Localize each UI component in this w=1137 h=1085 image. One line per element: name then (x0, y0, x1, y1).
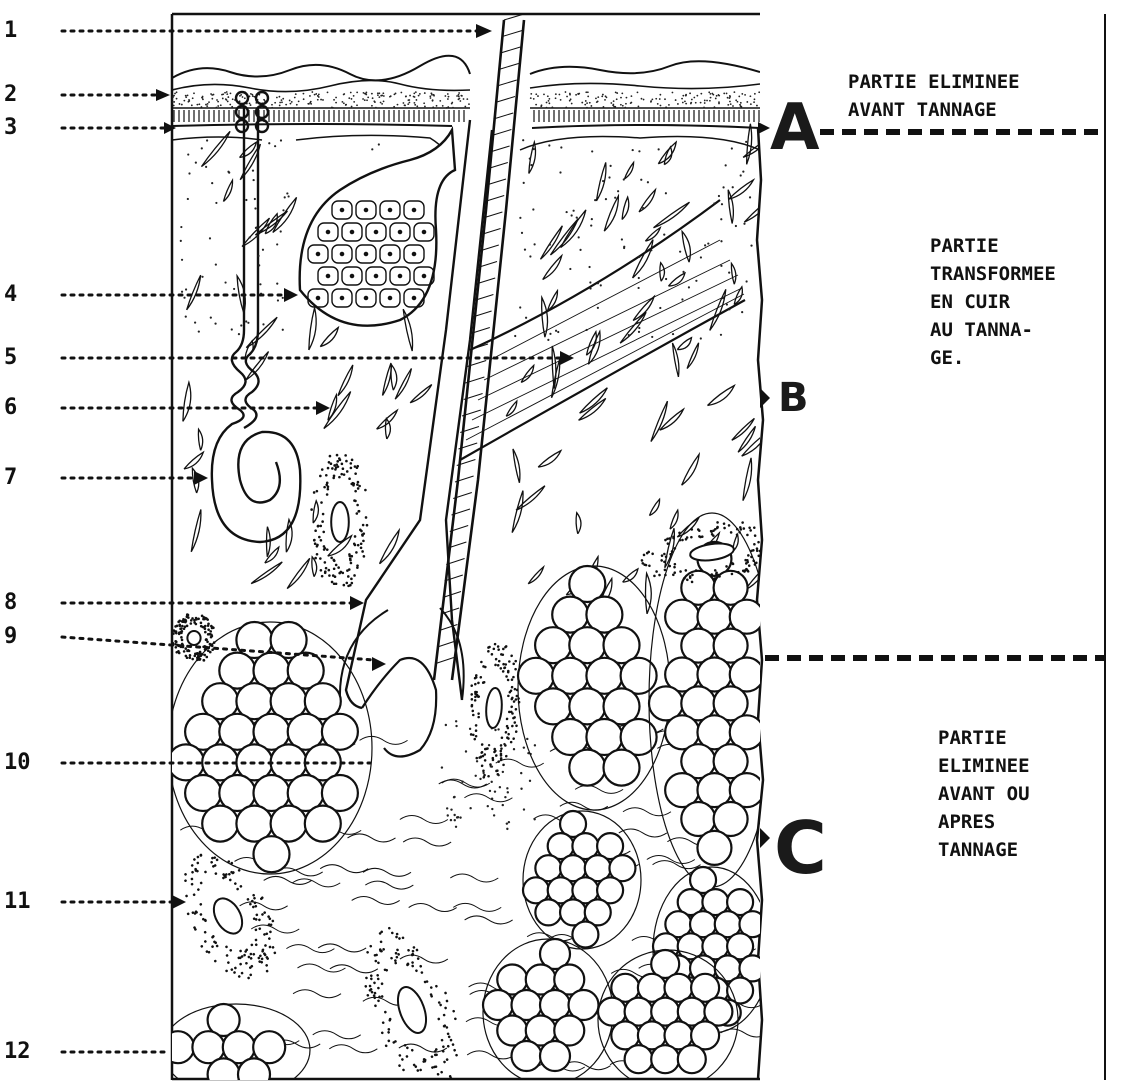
callout-6: 6 (4, 397, 17, 419)
callout-5: 5 (4, 347, 17, 369)
zone-a-label: A (770, 96, 820, 160)
callout-7: 7 (4, 467, 17, 489)
callout-8: 8 (4, 592, 17, 614)
fat-lobules (162, 513, 775, 1085)
sebaceous-gland (300, 130, 455, 326)
callout-2: 2 (4, 84, 17, 106)
callout-1: 1 (4, 20, 17, 42)
callout-12: 12 (4, 1041, 31, 1063)
zone-c-label: C (774, 812, 827, 884)
callout-10: 10 (4, 752, 31, 774)
callout-4: 4 (4, 284, 17, 306)
zone-b-label: B (778, 378, 809, 418)
callout-3: 3 (4, 117, 17, 139)
callout-9: 9 (4, 626, 17, 648)
sweat-gland (212, 92, 301, 542)
callout-11: 11 (4, 891, 31, 913)
